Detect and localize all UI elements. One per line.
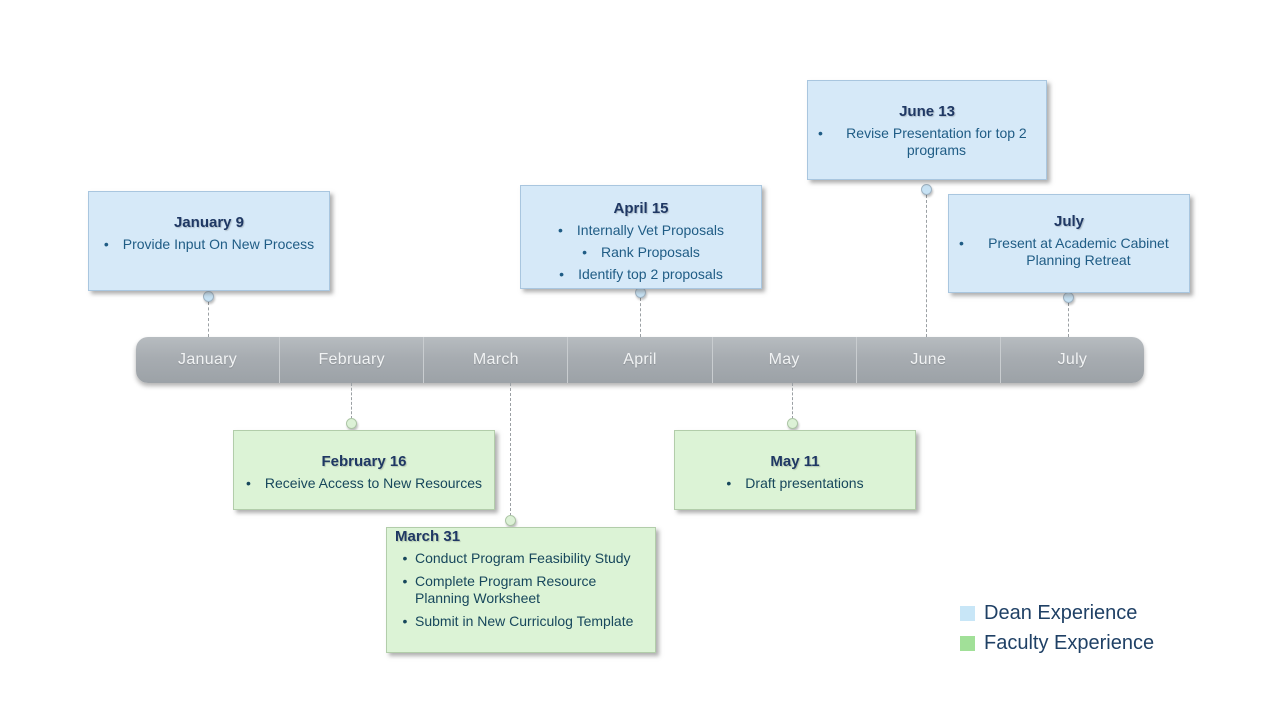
event-bullet-item: • Provide Input On New Process <box>103 236 315 252</box>
bullet-icon: • <box>558 222 563 238</box>
event-box-june-13: June 13 • Revise Presentation for top 2 … <box>807 80 1047 180</box>
month-segment-july: July <box>1057 351 1088 368</box>
event-date: June 13 <box>899 103 955 120</box>
timeline-month-bar: January February March April May June Ju… <box>136 337 1144 383</box>
bullet-icon: • <box>402 613 408 629</box>
month-segment-january: January <box>136 337 281 383</box>
event-bullet-item: • Receive Access to New Resources <box>246 475 482 491</box>
connector-line-march <box>510 383 511 516</box>
event-bullet-item: • Present at Academic Cabinet Planning R… <box>959 235 1169 268</box>
event-bullet-item: • Identify top 2 proposals <box>559 266 723 282</box>
event-date: May 11 <box>770 453 820 470</box>
event-date: February 16 <box>321 453 407 470</box>
bullet-icon: • <box>246 475 251 491</box>
event-box-february-16: February 16 • Receive Access to New Reso… <box>233 430 495 510</box>
month-segment-february: February <box>280 337 425 383</box>
connector-line-january <box>208 302 209 337</box>
bullet-icon: • <box>402 550 408 566</box>
connector-line-july <box>1068 303 1069 337</box>
month-segment-june: June <box>857 337 1001 383</box>
event-bullet-subitem: • Rank Proposals <box>582 244 700 260</box>
event-date: July <box>1053 213 1084 230</box>
legend: Dean Experience Faculty Experience <box>960 602 1154 662</box>
connector-dot-january <box>203 291 214 302</box>
event-bullet-item: • Submit in New Curriculog Template <box>395 613 643 630</box>
event-bullet-item: • Revise Presentation for top 2 programs <box>818 125 1027 158</box>
event-bullet-item: • Internally Vet Proposals <box>558 222 724 238</box>
event-bullet-item: • Conduct Program Feasibility Study <box>395 550 643 567</box>
bullet-icon: • <box>402 573 408 589</box>
bullet-icon: • <box>559 266 565 282</box>
connector-line-june <box>926 195 927 337</box>
event-date: January 9 <box>173 214 245 231</box>
legend-label: Faculty Experience <box>984 632 1155 654</box>
bullet-icon: • <box>103 236 109 252</box>
event-box-may-11: May 11 • Draft presentations <box>674 430 916 510</box>
faculty-color-swatch-icon <box>960 636 975 651</box>
bullet-icon: • <box>582 244 588 260</box>
connector-dot-june <box>921 184 932 195</box>
event-box-july: July • Present at Academic Cabinet Plann… <box>948 194 1190 293</box>
event-box-april-15: April 15 • Internally Vet Proposals • Ra… <box>520 185 762 289</box>
event-bullet-item: • Complete Program Resource Planning Wor… <box>395 573 643 607</box>
bullet-icon: • <box>726 475 732 491</box>
legend-item-faculty: Faculty Experience <box>960 632 1154 655</box>
month-segment-april: April <box>568 337 713 383</box>
legend-label: Dean Experience <box>984 602 1138 624</box>
bullet-icon: • <box>959 235 964 251</box>
connector-dot-july <box>1063 292 1074 303</box>
month-segment-may: May <box>713 337 857 383</box>
month-segment-march: March <box>424 337 569 383</box>
legend-item-dean: Dean Experience <box>960 602 1154 625</box>
event-date: March 31 <box>395 528 461 545</box>
event-box-march-31: March 31 • Conduct Program Feasibility S… <box>386 527 656 653</box>
bullet-icon: • <box>818 125 823 141</box>
connector-line-may <box>792 383 793 419</box>
event-box-january-9: January 9 • Provide Input On New Process <box>88 191 330 291</box>
connector-dot-may <box>787 418 798 429</box>
connector-line-february <box>351 383 352 419</box>
event-bullet-item: • Draft presentations <box>726 475 864 491</box>
connector-dot-february <box>346 418 357 429</box>
dean-color-swatch-icon <box>960 606 975 621</box>
event-date: April 15 <box>613 200 669 217</box>
connector-line-april <box>640 298 641 337</box>
connector-dot-march <box>505 515 516 526</box>
